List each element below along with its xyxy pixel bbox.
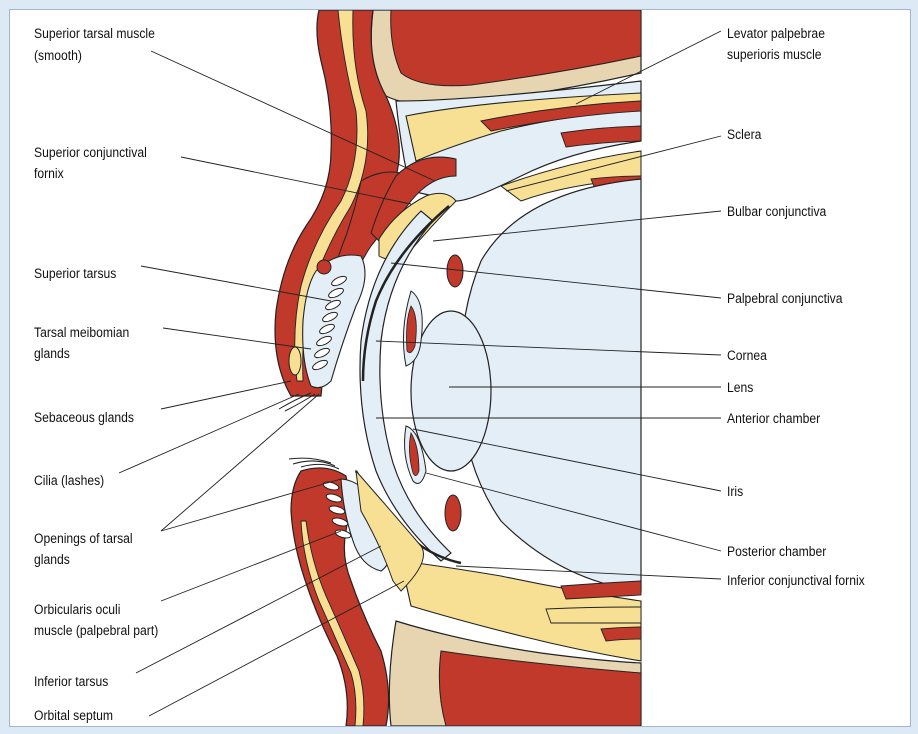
label-cilia: Cilia (lashes) [34,471,104,490]
label-levator-2: superioris muscle [727,45,822,64]
ciliary-lower [445,495,461,531]
label-palpebral-conjunctiva: Palpebral conjunctiva [727,289,843,308]
inferior-rectus-2 [546,607,641,623]
label-bulbar-conjunctiva: Bulbar conjunctiva [727,202,826,221]
label-openings-tarsal-glands-1: Openings of tarsal [34,529,133,548]
label-inferior-conjunctival-fornix: Inferior conjunctival fornix [727,571,865,590]
cilia-lashes [279,393,339,469]
diagram-frame: Superior tarsal muscle (smooth) Superior… [9,9,911,727]
label-posterior-chamber: Posterior chamber [727,542,826,561]
label-openings-tarsal-glands-2: glands [34,550,70,569]
label-tarsal-meibomian-glands-2: glands [34,344,70,363]
inferior-oblique [601,627,641,641]
label-anterior-chamber: Anterior chamber [727,409,820,428]
label-superior-conjunctival-fornix-2: fornix [34,164,64,183]
inferior-rectus-1 [561,581,641,599]
label-lens: Lens [727,378,753,397]
label-inferior-tarsus: Inferior tarsus [34,672,108,691]
label-sebaceous-glands: Sebaceous glands [34,408,134,427]
label-superior-tarsal-muscle-1: Superior tarsal muscle [34,24,155,43]
label-orbital-septum: Orbital septum [34,706,113,725]
lens [411,311,491,471]
label-iris: Iris [727,482,743,501]
label-orbicularis-oculi-1: Orbicularis oculi [34,600,120,619]
lower-orbit [389,561,641,726]
ciliary-upper [447,255,463,287]
label-sclera: Sclera [727,125,761,144]
label-superior-tarsus: Superior tarsus [34,264,116,283]
eyelid-cross-section [10,10,910,726]
label-superior-tarsal-muscle-2: (smooth) [34,46,82,65]
upper-lid-vessel [317,260,331,274]
label-orbicularis-oculi-2: muscle (palpebral part) [34,621,158,640]
label-superior-conjunctival-fornix-1: Superior conjunctival [34,143,147,162]
label-cornea: Cornea [727,346,767,365]
label-tarsal-meibomian-glands-1: Tarsal meibomian [34,323,129,342]
label-levator-1: Levator palpebrae [727,24,825,43]
sebaceous-gland [289,347,301,375]
